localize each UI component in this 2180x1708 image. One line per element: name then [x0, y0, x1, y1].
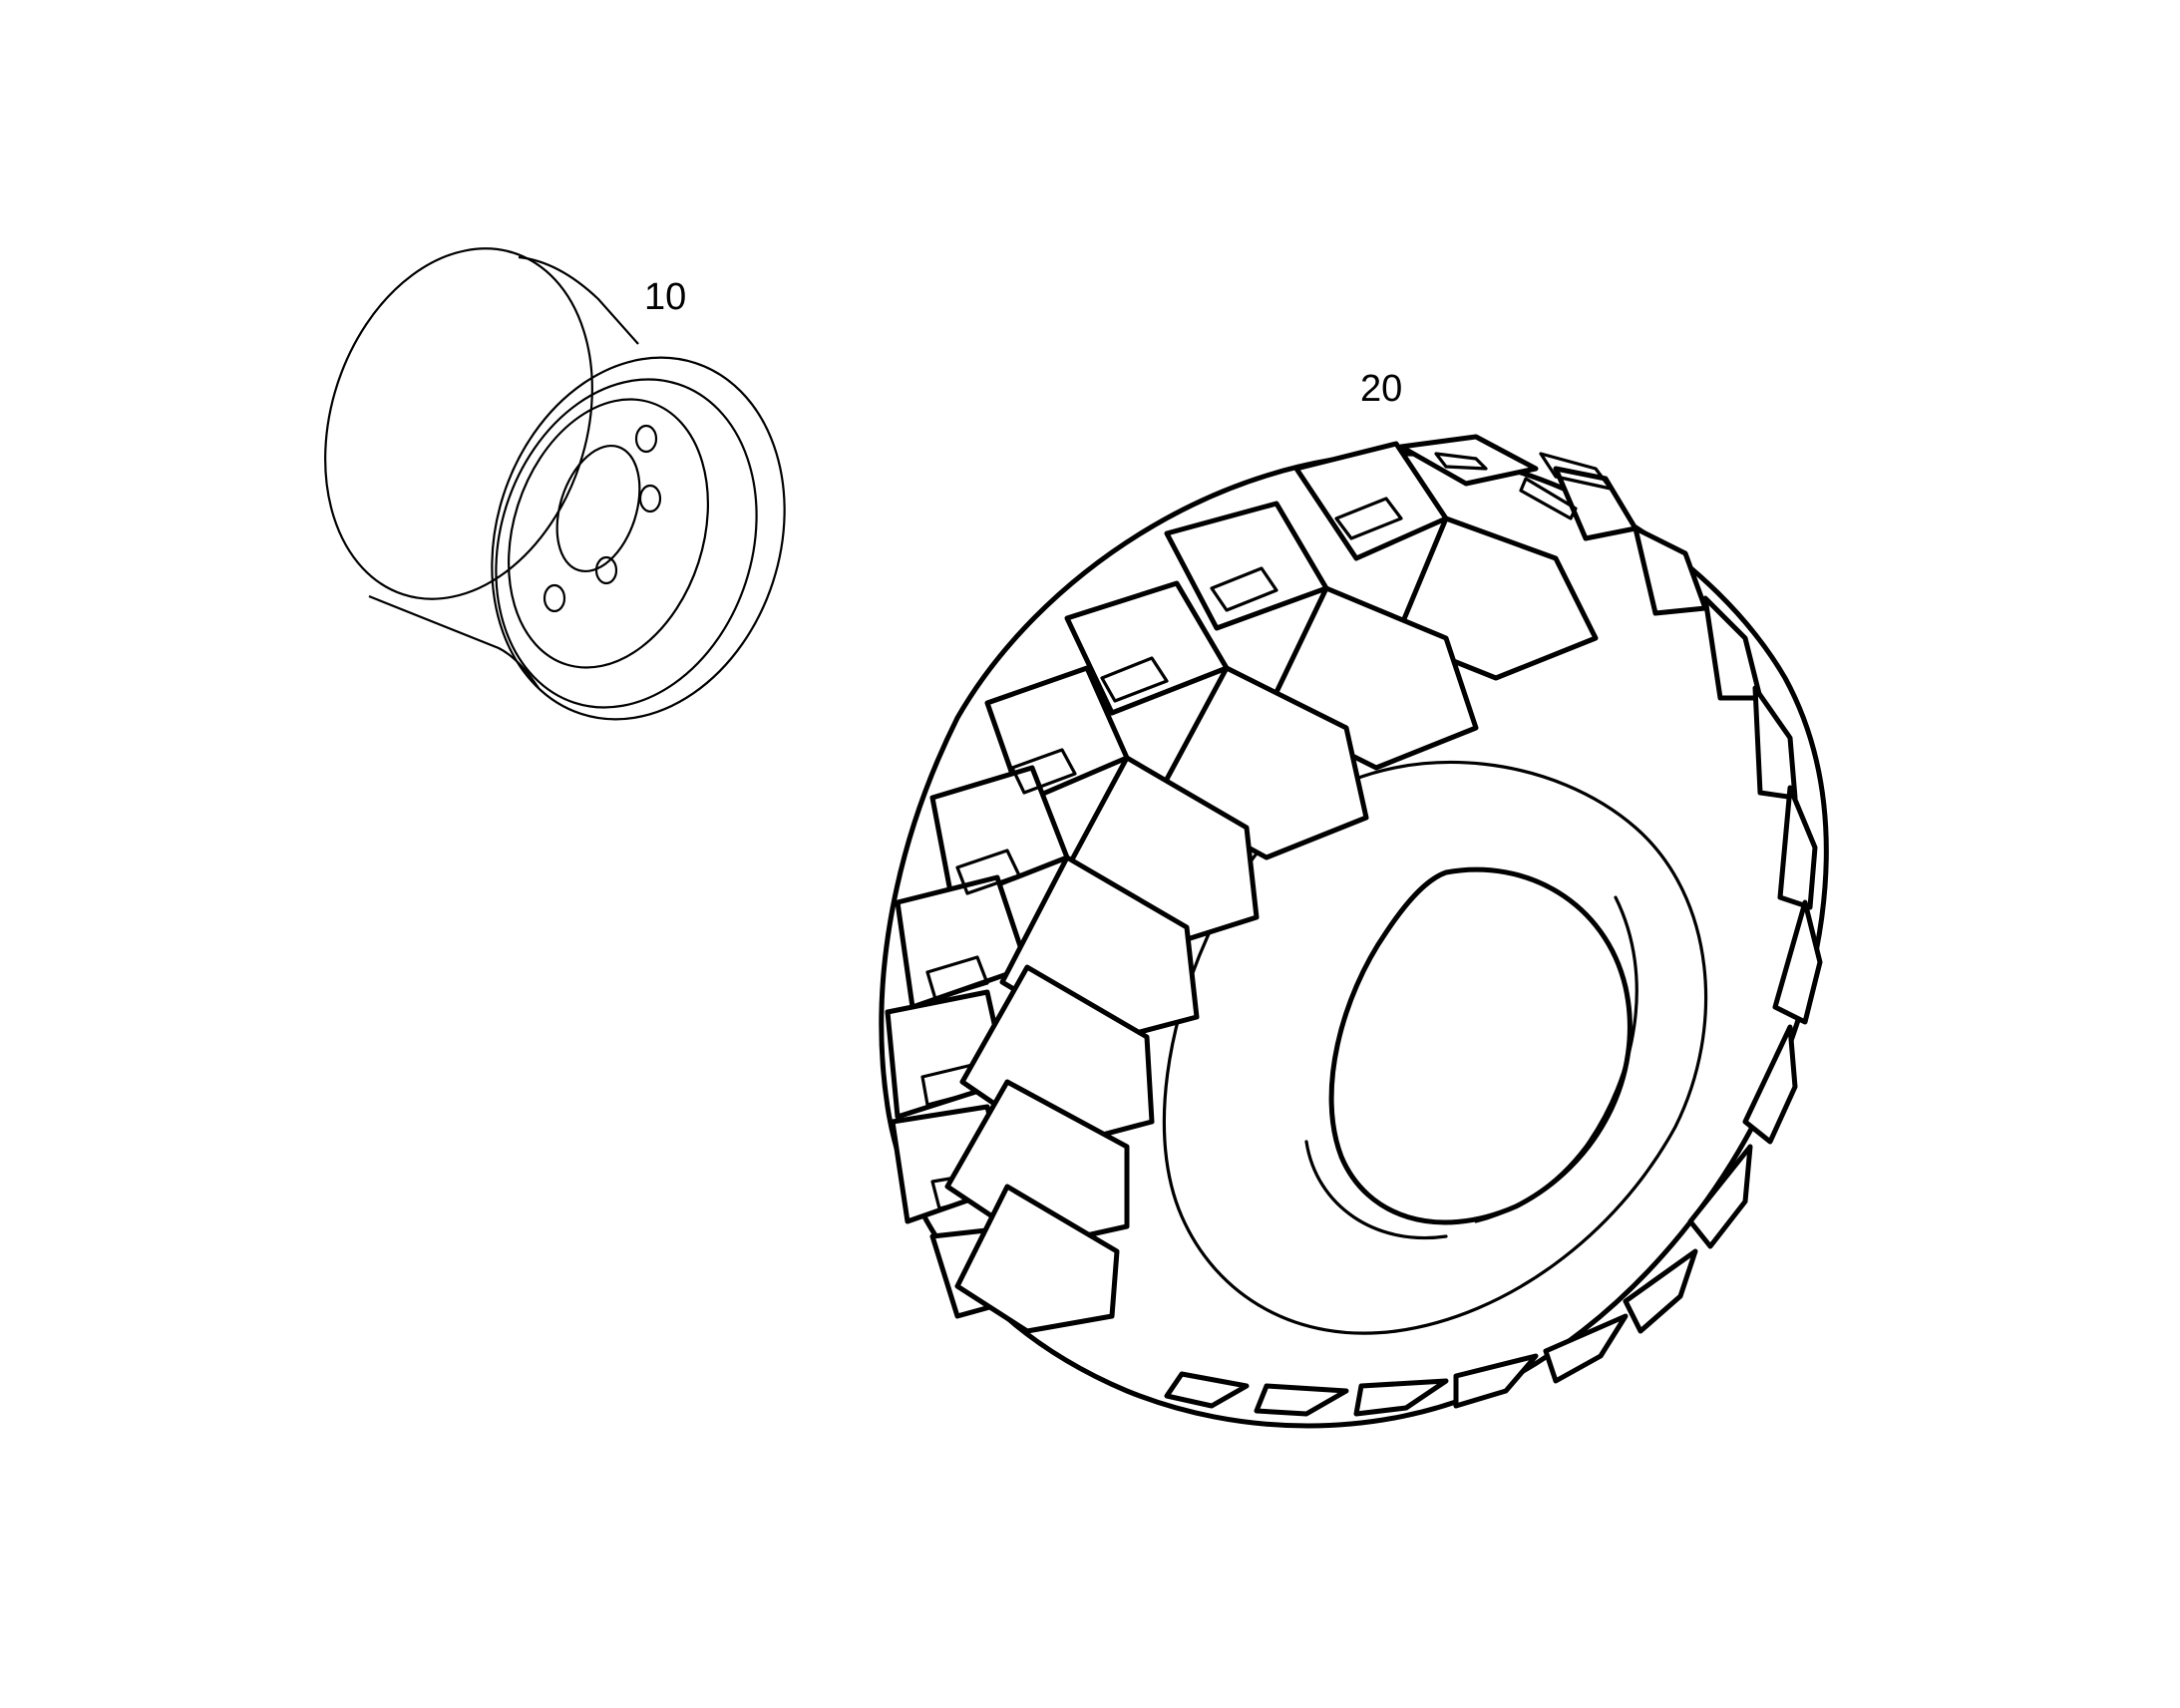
rim-bolt-hole [634, 424, 658, 454]
tire-tread-right-blocks [1164, 466, 1823, 1417]
callout-rim-10: 10 [644, 276, 687, 318]
tire-bead-rim-line [1474, 895, 1638, 1223]
wheel-rim[interactable] [282, 213, 831, 758]
rim-bolt-hole [594, 555, 618, 585]
tire-shoulder-blocks [944, 515, 1599, 1334]
tire-lug-slots [920, 497, 1403, 1210]
rim-bolt-hole [543, 583, 566, 613]
tire-tread-lugs-left [885, 441, 1449, 1319]
tire-sidewall-inner-line [1304, 1140, 1448, 1239]
rim-barrel-top [518, 255, 639, 345]
tire[interactable] [879, 434, 1829, 1429]
rim-bolt-hole [638, 484, 662, 513]
rim-front-flange [491, 356, 786, 721]
rim-front-flange-inner [495, 378, 758, 709]
rim-disc [507, 398, 710, 669]
rim-barrel-bottom [368, 594, 540, 689]
tire-tread-top [1398, 434, 1613, 520]
tire-bead-opening [1328, 866, 1633, 1225]
tire-outer-silhouette [879, 451, 1829, 1429]
callout-tire-20: 20 [1360, 368, 1403, 410]
rim-center-bore [555, 444, 641, 573]
